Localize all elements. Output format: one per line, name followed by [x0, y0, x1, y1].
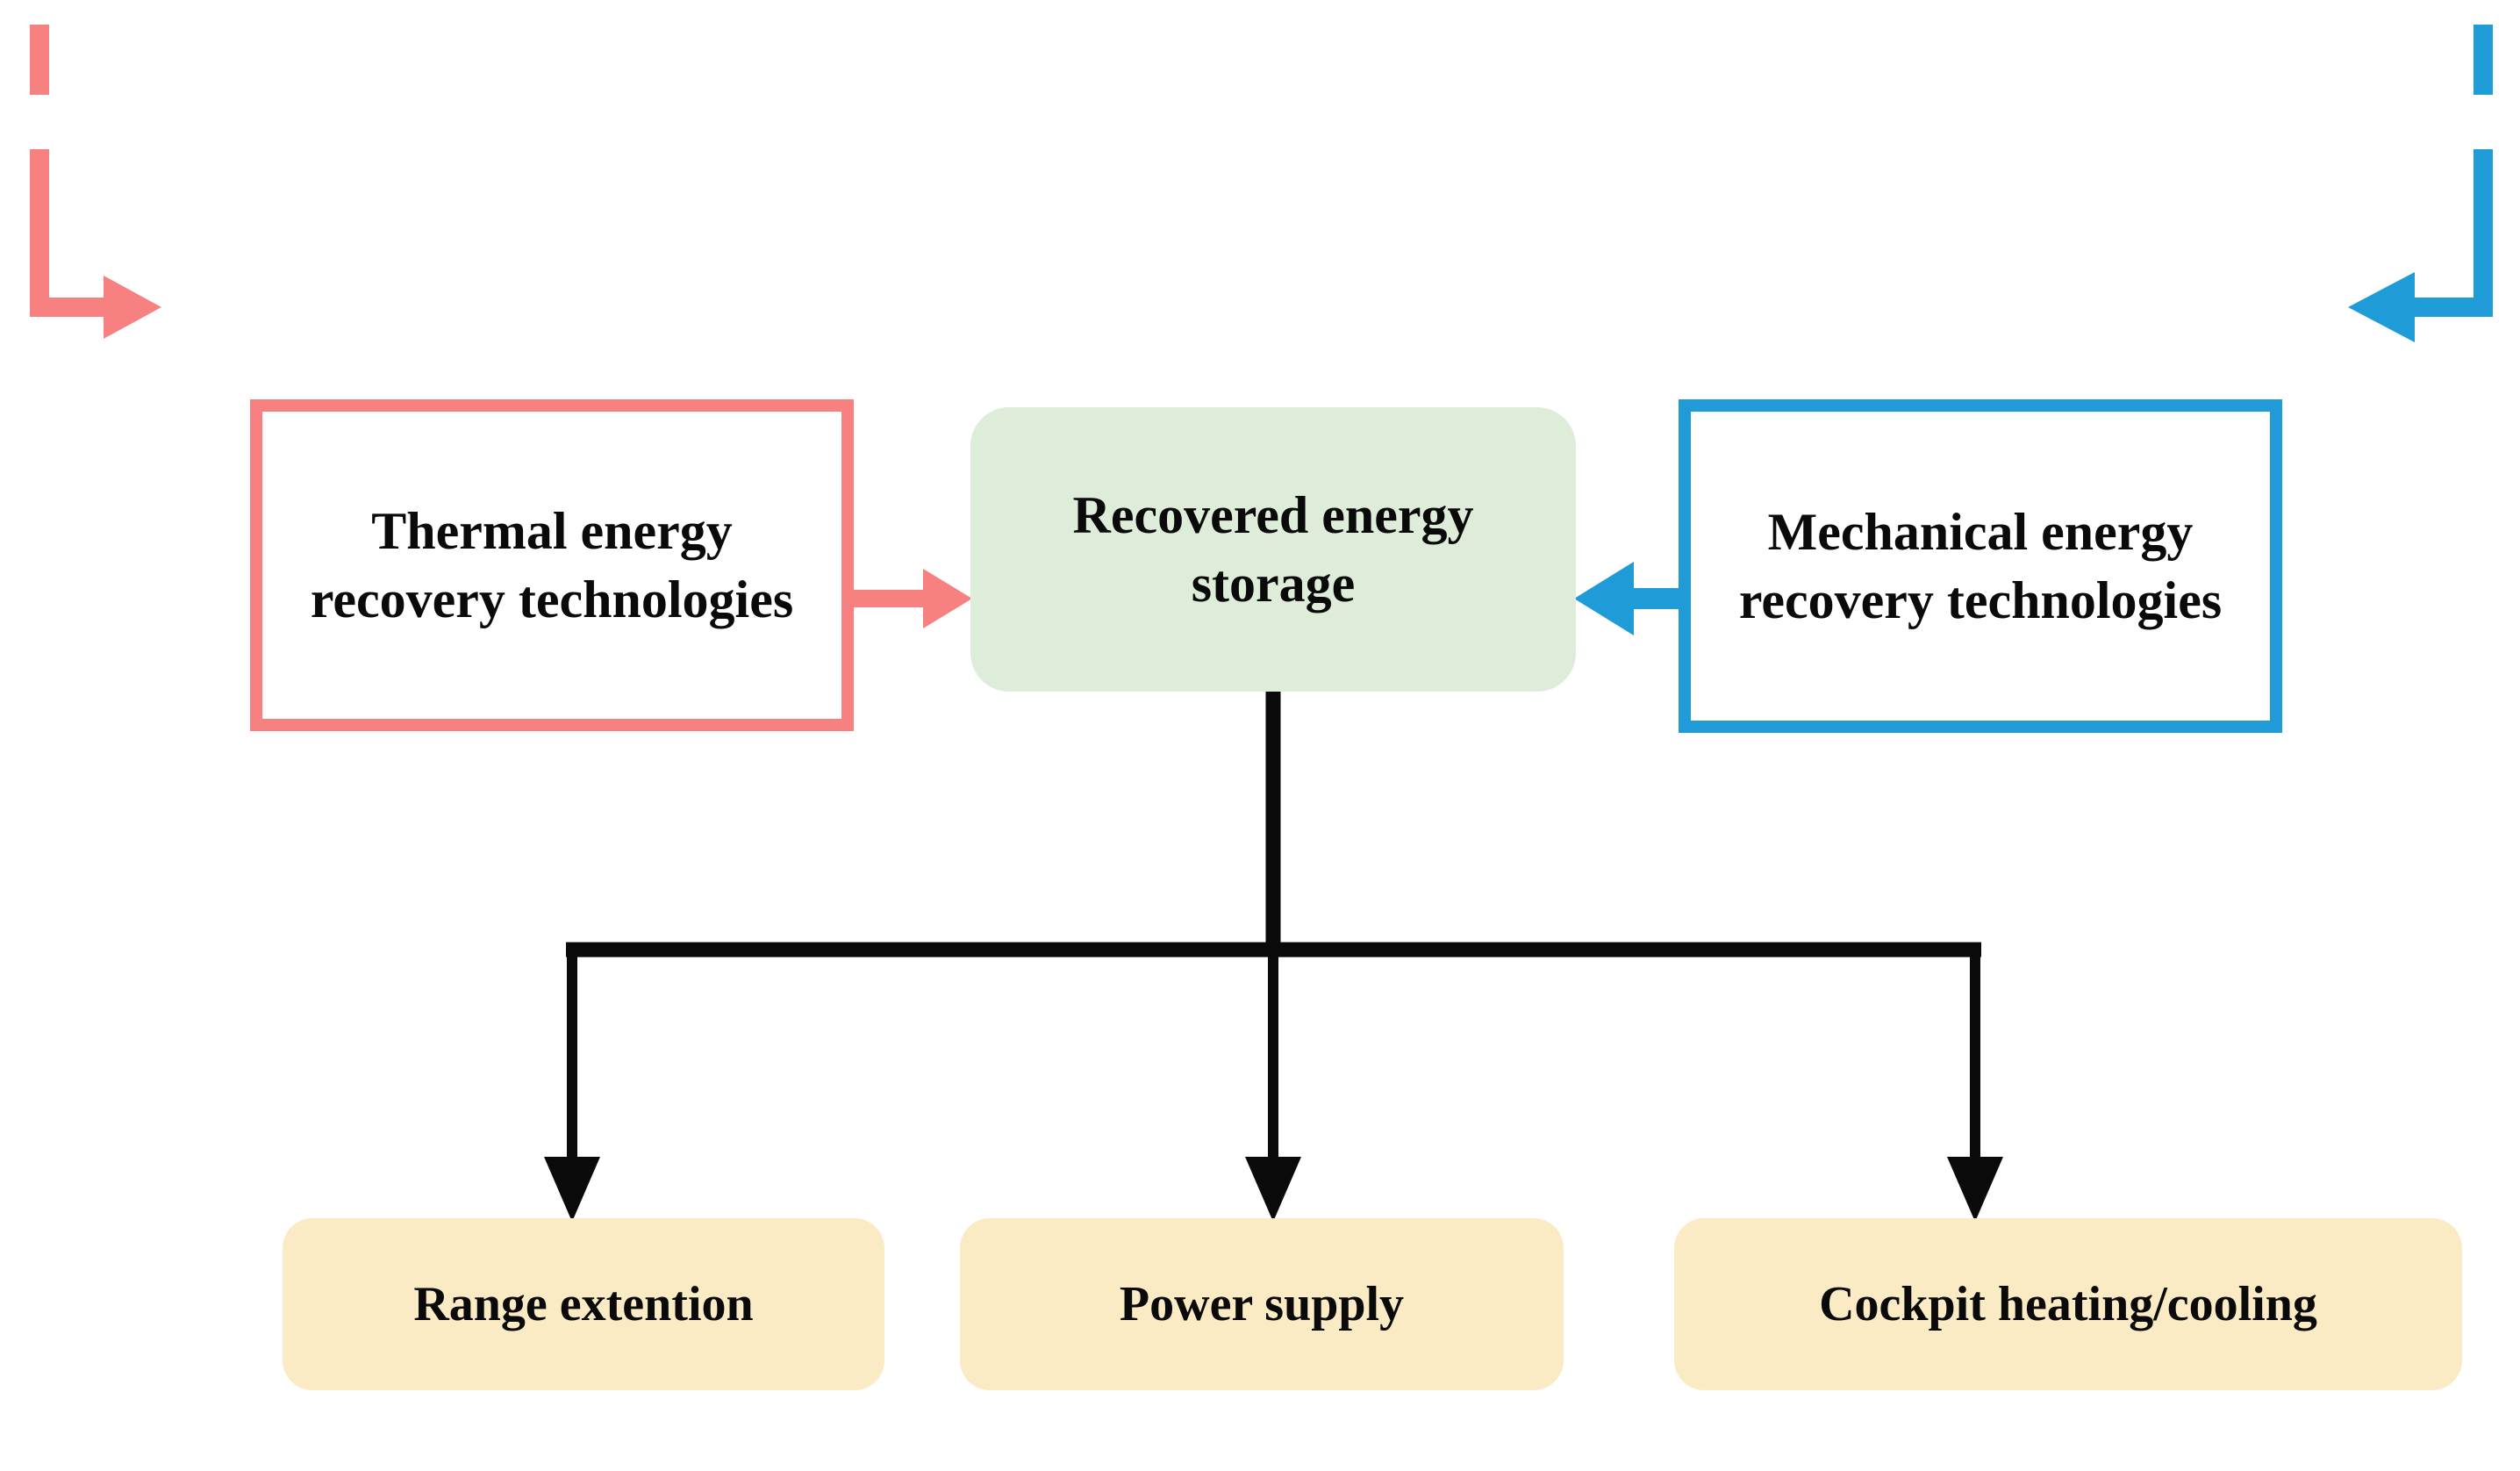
- node-output-range-extention-label: Range extention: [413, 1276, 754, 1331]
- node-output-cockpit-heating-cooling[interactable]: Cockpit heating/cooling: [1674, 1218, 2462, 1390]
- mechanical-source-inflow-connector: [2348, 25, 2493, 342]
- node-output-range-extention[interactable]: Range extention: [283, 1218, 884, 1390]
- thermal-inflow-elbow: [30, 183, 105, 317]
- mechanical-to-storage-connector: [1574, 562, 1679, 635]
- node-thermal-energy-recovery-technologies[interactable]: Thermal energy recovery technologies: [250, 399, 854, 731]
- node-recovered-energy-storage[interactable]: Recovered energy storage: [970, 407, 1576, 692]
- node-storage-label: Recovered energy storage: [1072, 486, 1474, 613]
- node-mechanical-label: Mechanical energy recovery technologies: [1738, 503, 2223, 629]
- node-output-power-supply[interactable]: Power supply: [960, 1218, 1564, 1390]
- branch-arrowhead-power-supply: [1245, 1157, 1301, 1222]
- thermal-inflow-arrowhead: [104, 276, 161, 339]
- thermal-source-inflow-connector: [30, 25, 161, 339]
- mechanical-inflow-elbow: [2411, 183, 2493, 317]
- storage-output-tree: [544, 692, 2003, 1222]
- branch-arrowhead-range-extention: [544, 1157, 600, 1222]
- node-thermal-label: Thermal energy recovery technologies: [310, 502, 794, 628]
- node-mechanical-energy-recovery-technologies[interactable]: Mechanical energy recovery technologies: [1679, 399, 2282, 733]
- node-output-power-supply-label: Power supply: [1119, 1276, 1405, 1331]
- thermal-to-storage-connector: [854, 569, 972, 628]
- thermal-to-storage-arrowhead: [923, 569, 972, 628]
- node-output-cockpit-heating-cooling-label: Cockpit heating/cooling: [1819, 1276, 2317, 1331]
- mechanical-inflow-arrowhead: [2348, 272, 2415, 342]
- mechanical-to-storage-arrowhead: [1574, 562, 1634, 635]
- branch-arrowhead-cockpit-heating-cooling: [1947, 1157, 2003, 1222]
